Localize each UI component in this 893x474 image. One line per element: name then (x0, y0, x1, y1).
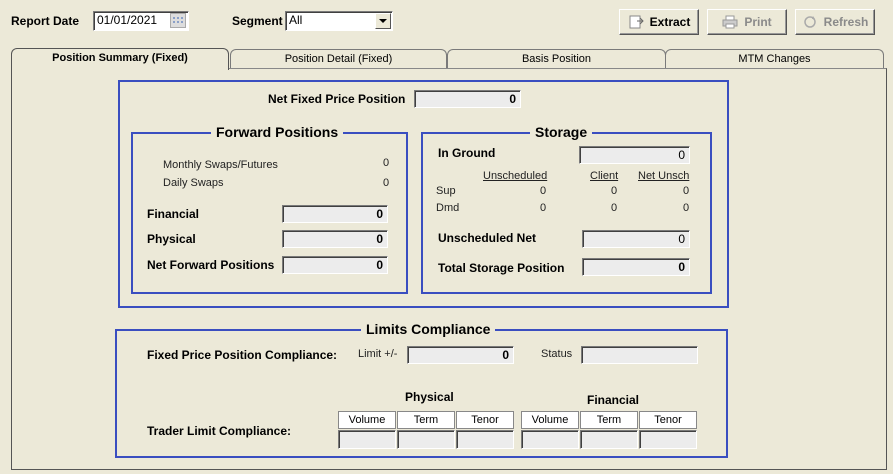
financial-volume-field (521, 430, 579, 449)
net-forward-field: 0 (282, 256, 388, 274)
daily-swaps-label: Daily Swaps (163, 177, 224, 189)
tab-mtm-changes[interactable]: MTM Changes (665, 49, 884, 69)
extract-button[interactable]: Extract (619, 9, 699, 35)
physical-volume-field (338, 430, 396, 449)
monthly-swaps-label: Monthly Swaps/Futures (163, 159, 278, 171)
total-storage-field: 0 (582, 258, 690, 276)
financial-term-header: Term (580, 411, 638, 429)
physical-tenor-header: Tenor (456, 411, 514, 429)
report-date-label: Report Date (11, 14, 80, 28)
net-fixed-label: Net Fixed Price Position (268, 92, 406, 106)
sup-net-unsch: 0 (683, 185, 690, 197)
position-summary-group (118, 80, 729, 308)
forward-positions-title: Forward Positions (211, 124, 344, 140)
extract-icon (628, 15, 644, 29)
tab-position-detail[interactable]: Position Detail (Fixed) (230, 49, 447, 69)
tab-basis-position[interactable]: Basis Position (447, 49, 666, 69)
financial-volume-header: Volume (521, 411, 579, 429)
total-storage-label: Total Storage Position (438, 261, 565, 275)
financial-term-field (580, 430, 638, 449)
refresh-icon (802, 15, 818, 29)
limit-label: Limit +/- (358, 348, 398, 360)
sup-unscheduled: 0 (540, 185, 547, 197)
physical-term-header: Term (397, 411, 455, 429)
net-forward-label: Net Forward Positions (147, 258, 275, 272)
physical-term-field (397, 430, 455, 449)
calendar-icon[interactable] (170, 13, 186, 28)
financial-group-label: Financial (587, 393, 640, 407)
financial-field: 0 (282, 205, 388, 223)
segment-value: All (289, 13, 303, 27)
financial-tenor-field (639, 430, 697, 449)
report-date-input[interactable]: 01/01/2021 (93, 11, 189, 31)
in-ground-label: In Ground (438, 146, 496, 160)
net-unsch-header: Net Unsch (638, 170, 690, 182)
limits-compliance-title: Limits Compliance (361, 321, 496, 337)
physical-volume-header: Volume (338, 411, 396, 429)
client-header: Client (590, 170, 619, 182)
dmd-net-unsch: 0 (683, 202, 690, 214)
printer-icon (722, 15, 738, 29)
tab-panel (11, 68, 887, 470)
physical-group-label: Physical (405, 390, 454, 404)
refresh-button[interactable]: Refresh (795, 9, 875, 35)
storage-title: Storage (530, 124, 593, 140)
physical-field: 0 (282, 230, 388, 248)
print-button[interactable]: Print (707, 9, 787, 35)
unscheduled-net-label: Unscheduled Net (438, 231, 537, 245)
physical-tenor-field (456, 430, 514, 449)
financial-label: Financial (147, 207, 200, 221)
financial-tenor-header: Tenor (639, 411, 697, 429)
extract-label: Extract (649, 15, 691, 29)
daily-swaps-value: 0 (383, 177, 390, 189)
tab-position-summary[interactable]: Position Summary (Fixed) (11, 48, 229, 70)
in-ground-field: 0 (579, 146, 690, 164)
trader-compliance-label: Trader Limit Compliance: (147, 424, 292, 438)
print-label: Print (744, 15, 772, 29)
dmd-unscheduled: 0 (540, 202, 547, 214)
physical-label: Physical (147, 232, 196, 246)
limit-field: 0 (407, 346, 514, 364)
refresh-label: Refresh (823, 15, 869, 29)
status-field (581, 346, 698, 364)
net-fixed-field: 0 (414, 90, 521, 108)
report-date-value: 01/01/2021 (97, 13, 158, 27)
fixed-compliance-label: Fixed Price Position Compliance: (147, 348, 338, 362)
unscheduled-net-field: 0 (582, 230, 690, 248)
monthly-swaps-value: 0 (383, 157, 390, 169)
sup-client: 0 (611, 185, 618, 197)
status-label: Status (541, 348, 573, 360)
segment-label: Segment (232, 14, 283, 28)
sup-label: Sup (436, 185, 456, 197)
chevron-down-icon[interactable] (375, 13, 391, 29)
dmd-client: 0 (611, 202, 618, 214)
dmd-label: Dmd (436, 202, 460, 214)
segment-select[interactable]: All (285, 11, 393, 31)
unscheduled-header: Unscheduled (483, 170, 548, 182)
